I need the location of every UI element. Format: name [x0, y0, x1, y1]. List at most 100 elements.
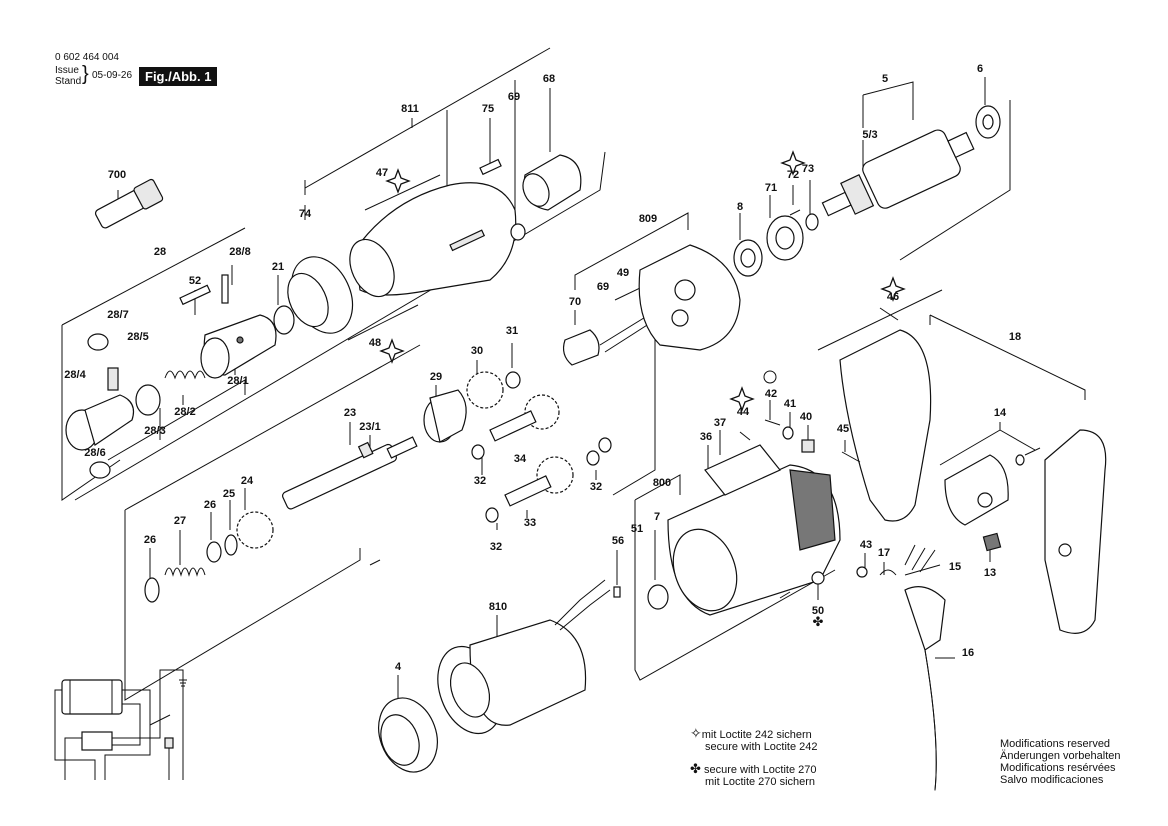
part-label: 8	[737, 201, 743, 213]
modifications-de: Änderungen vorbehalten	[1000, 750, 1121, 762]
part-label: 33	[524, 517, 536, 529]
loctite-270-icon: ✤	[690, 761, 701, 776]
part-label: 73	[802, 163, 814, 175]
loctite-270-en: secure with Loctite 270	[703, 764, 817, 776]
part-label: 51	[631, 523, 643, 535]
loctite-242-de: mit Loctite 242 sichern	[701, 729, 812, 741]
issue-label: Issue	[55, 65, 79, 76]
part-label: 69	[597, 281, 609, 293]
part-label: 7	[654, 511, 660, 523]
part-label: 52	[189, 275, 201, 287]
part-label: 800	[653, 477, 671, 489]
part-label: 47	[376, 167, 388, 179]
part-label: 50	[812, 605, 824, 617]
part-label: 30	[471, 345, 483, 357]
part-label: 28/8	[229, 246, 250, 258]
part-label: 6	[977, 63, 983, 75]
part-28-spindle	[200, 314, 277, 379]
part-label: 34	[514, 453, 527, 465]
part-label: 5/3	[862, 129, 877, 141]
part-label: 28/1	[227, 375, 248, 387]
part-36-rating-plate	[704, 444, 781, 496]
part-label: 56	[612, 535, 624, 547]
part-18-handle-half	[839, 329, 932, 522]
part-34-gear-shaft	[489, 394, 560, 442]
part-label: 46	[887, 291, 899, 303]
loctite-symbols: ✤	[379, 150, 906, 629]
loctite-242-en: secure with Loctite 242	[705, 741, 818, 753]
modifications-es: Salvo modificaciones	[1000, 774, 1104, 786]
part-label: 16	[962, 647, 974, 659]
part-18-handle-half-b	[1044, 429, 1107, 634]
part-label: 49	[617, 267, 629, 279]
part-15-cord-sleeve	[904, 586, 946, 651]
loctite-270-note: ✤ secure with Loctite 270 mit Loctite 27…	[690, 761, 817, 788]
figure-label: Fig./Abb. 1	[139, 67, 218, 86]
part-label: 26	[204, 499, 216, 511]
part-label: 68	[543, 73, 555, 85]
part-30-gear	[466, 371, 504, 409]
modifications-en: Modifications reserved	[1000, 738, 1111, 750]
part-label: 28/2	[174, 406, 195, 418]
part-label: 69	[508, 91, 520, 103]
part-14-switch	[944, 454, 1009, 526]
part-label: 32	[490, 541, 502, 553]
part-7-ring	[647, 584, 669, 610]
part-label: 25	[223, 488, 235, 500]
stand-label: Stand	[55, 76, 82, 87]
part-label: 5	[882, 73, 888, 85]
part-label: 809	[639, 213, 657, 225]
part-label: 31	[506, 325, 518, 337]
part-label: 700	[108, 169, 126, 181]
part-33-gear-shaft	[504, 456, 574, 507]
part-label: 42	[765, 388, 777, 400]
part-label: 74	[299, 208, 312, 220]
part-label: 810	[489, 601, 507, 613]
part-label: 28/7	[107, 309, 128, 321]
part-5-armature	[821, 129, 975, 217]
part-label: 44	[737, 406, 750, 418]
part-label: 14	[994, 407, 1007, 419]
part-label: 23	[344, 407, 356, 419]
part-label: 18	[1009, 331, 1021, 343]
modifications-note: Modifications reserved Änderungen vorbeh…	[1000, 738, 1120, 786]
issue-date: 05-09-26	[92, 70, 133, 81]
part-23-shaft	[282, 436, 418, 510]
assembly-lines	[61, 47, 1086, 726]
part-label: 811	[401, 103, 419, 115]
part-70-bush	[562, 329, 600, 366]
part-label: 41	[784, 398, 796, 410]
part-label: 45	[837, 423, 849, 435]
part-label: 26	[144, 534, 156, 546]
part-label: 29	[430, 371, 442, 383]
part-label: 21	[272, 261, 284, 273]
part-label: 28	[154, 246, 166, 258]
part-label: 28/5	[127, 331, 148, 343]
part-label: 32	[590, 481, 602, 493]
wiring-schematic	[54, 669, 187, 780]
part-label: 28/6	[84, 447, 105, 459]
part-24-gear	[236, 511, 274, 549]
part-label: 17	[878, 547, 890, 559]
part-810-field-winding	[437, 579, 611, 735]
part-700-chuck-key	[94, 178, 164, 229]
part-label: 48	[369, 337, 381, 349]
svg-text:✤: ✤	[813, 614, 824, 629]
part-label: 27	[174, 515, 186, 527]
part-label: 40	[800, 411, 812, 423]
part-label: 4	[395, 661, 402, 673]
part-label: 28/4	[64, 369, 86, 381]
loctite-270-de: mit Loctite 270 sichern	[705, 776, 816, 788]
part-label: 32	[474, 475, 486, 487]
part-label: 72	[787, 169, 799, 181]
part-label: 75	[482, 103, 494, 115]
part-label: 36	[700, 431, 712, 443]
part-label: 71	[765, 182, 777, 194]
part-label: 13	[984, 567, 996, 579]
loctite-242-icon: ✧	[690, 725, 702, 741]
part-label: 15	[949, 561, 961, 573]
part-label: 28/3	[144, 425, 165, 437]
part-label: 70	[569, 296, 581, 308]
